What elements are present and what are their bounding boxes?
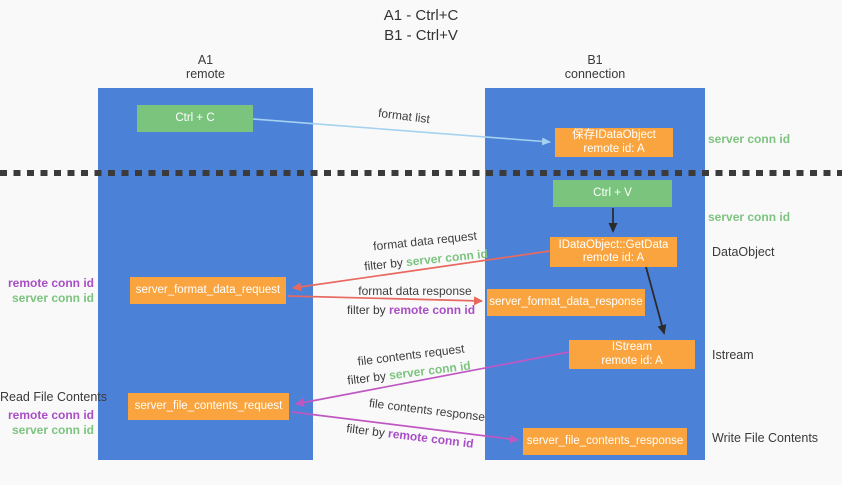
server-format-data-response-box: server_format_data_response	[487, 289, 645, 316]
istream-side-label: Istream	[712, 348, 754, 362]
server-file-contents-response-label: server_file_contents_response	[526, 434, 684, 447]
left-conn-id-pair-1: remote conn id server conn id	[0, 276, 94, 306]
server-format-data-request-box: server_format_data_request	[130, 277, 286, 304]
server-file-contents-request-box: server_file_contents_request	[128, 393, 289, 420]
left-server-conn-id-2: server conn id	[11, 423, 94, 437]
getdata-line1: IDataObject::GetData	[558, 238, 669, 251]
format-data-response-label: format data response	[358, 284, 472, 298]
idataobject-getdata-box: IDataObject::GetData remote id: A	[550, 237, 677, 267]
ctrl-v-label: Ctrl + V	[593, 186, 632, 199]
lane-header-b1: B1 connection	[485, 53, 705, 81]
right-server-conn-id-1: server conn id	[708, 132, 791, 146]
title-line-1: A1 - Ctrl+C	[383, 7, 459, 24]
file-contents-response-arrow	[291, 411, 519, 444]
remote-conn-id-text-1: remote conn id	[389, 303, 476, 317]
write-file-contents-label: Write File Contents	[712, 431, 819, 445]
format-response-filter-label: filter by remote conn id	[347, 303, 475, 317]
lane-b1-role: connection	[564, 66, 626, 81]
istream-box: IStream remote id: A	[569, 340, 695, 369]
left-server-conn-id-1: server conn id	[11, 291, 94, 305]
left-conn-id-pair-2: remote conn id server conn id	[0, 408, 94, 438]
save-idataobject-line1: 保存IDataObject	[572, 129, 656, 141]
filter-by-text-2: filter by	[346, 303, 386, 317]
getdata-to-istream-arrow	[645, 266, 667, 335]
getdata-line2: remote id: A	[582, 252, 645, 264]
server-file-contents-request-label: server_file_contents_request	[134, 399, 283, 412]
lane-b1-name: B1	[587, 53, 603, 67]
file-contents-request-arrow	[295, 351, 570, 407]
ctrl-c-box: Ctrl + C	[137, 105, 253, 132]
lane-a1-role: remote	[186, 66, 225, 81]
ctrl-v-box: Ctrl + V	[553, 180, 672, 207]
server-format-data-response-label: server_format_data_response	[489, 295, 643, 308]
diagram-title: A1 - Ctrl+C B1 - Ctrl+V	[0, 6, 842, 46]
istream-line1: IStream	[611, 341, 653, 353]
title-line-2: B1 - Ctrl+V	[384, 27, 458, 44]
format-data-response-arrow	[287, 295, 483, 306]
save-idataobject-box: 保存IDataObject remote id: A	[555, 128, 673, 157]
left-remote-conn-id-2: remote conn id	[7, 408, 94, 422]
save-idataobject-line2: remote id: A	[583, 142, 645, 155]
lane-header-a1: A1 remote	[98, 53, 313, 81]
left-remote-conn-id-1: remote conn id	[7, 276, 94, 290]
server-file-contents-response-box: server_file_contents_response	[523, 428, 687, 455]
dataobject-label: DataObject	[712, 245, 775, 259]
right-server-conn-id-2: server conn id	[708, 210, 791, 224]
istream-line2: remote id: A	[601, 354, 663, 367]
format-list-arrow	[252, 118, 551, 146]
read-file-contents-label: Read File Contents	[0, 390, 108, 404]
lane-a1-name: A1	[197, 53, 214, 67]
format-data-request-arrow	[292, 250, 551, 292]
server-format-data-request-label: server_format_data_request	[135, 283, 281, 296]
ctrl-c-label: Ctrl + C	[175, 111, 215, 124]
